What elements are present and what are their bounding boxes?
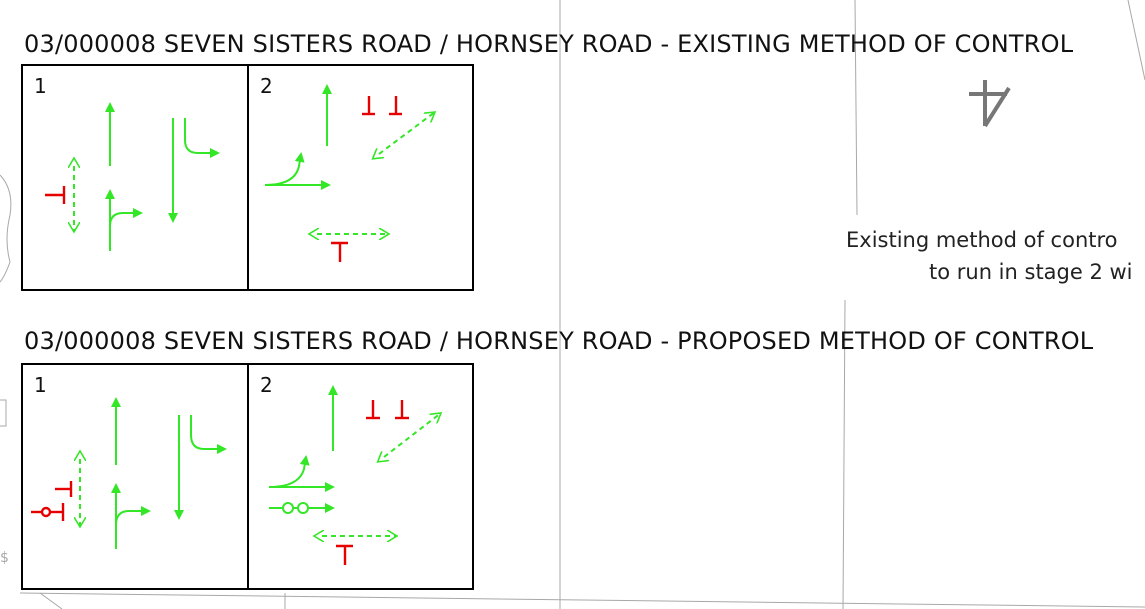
existing-stage-1-label: 1 xyxy=(34,74,47,98)
movement-arrow xyxy=(115,506,151,549)
existing-stage-2-movements xyxy=(264,84,476,262)
note-line-2: to run in stage 2 wi xyxy=(929,260,1133,284)
proposed-stage-2-label: 2 xyxy=(260,373,273,397)
north-arrow-icon xyxy=(969,80,1011,128)
cycle-signal-marker xyxy=(297,502,309,514)
proposed-stage-1-label: 1 xyxy=(34,373,47,397)
cycle-signal-marker xyxy=(40,506,52,518)
movement-arrow xyxy=(268,455,310,488)
existing-title: 03/000008 SEVEN SISTERS ROAD / HORNSEY R… xyxy=(24,30,1074,58)
pedestrian-crossing xyxy=(379,112,435,154)
proposed-stage-2-movements xyxy=(268,385,476,565)
movement-arrow xyxy=(184,118,220,158)
existing-stage-2-label: 2 xyxy=(260,74,273,98)
svg-text:$: $ xyxy=(0,550,9,566)
existing-stage-1-box: 1 xyxy=(21,64,249,291)
proposed-stage-1-box: 1 xyxy=(21,363,249,590)
proposed-title: 03/000008 SEVEN SISTERS ROAD / HORNSEY R… xyxy=(24,327,1094,355)
movement-arrow xyxy=(264,152,305,186)
proposed-stage-2-box: 2 xyxy=(247,363,474,590)
proposed-stage-1-movements xyxy=(31,397,227,549)
note-line-1: Existing method of contro xyxy=(846,228,1118,252)
existing-stage-2-box: 2 xyxy=(247,64,474,291)
existing-stage-1-movements xyxy=(45,102,220,251)
movement-arrow xyxy=(190,415,227,454)
movement-arrow xyxy=(109,208,143,251)
cycle-signal-marker xyxy=(282,502,294,514)
pedestrian-crossing xyxy=(384,413,441,457)
